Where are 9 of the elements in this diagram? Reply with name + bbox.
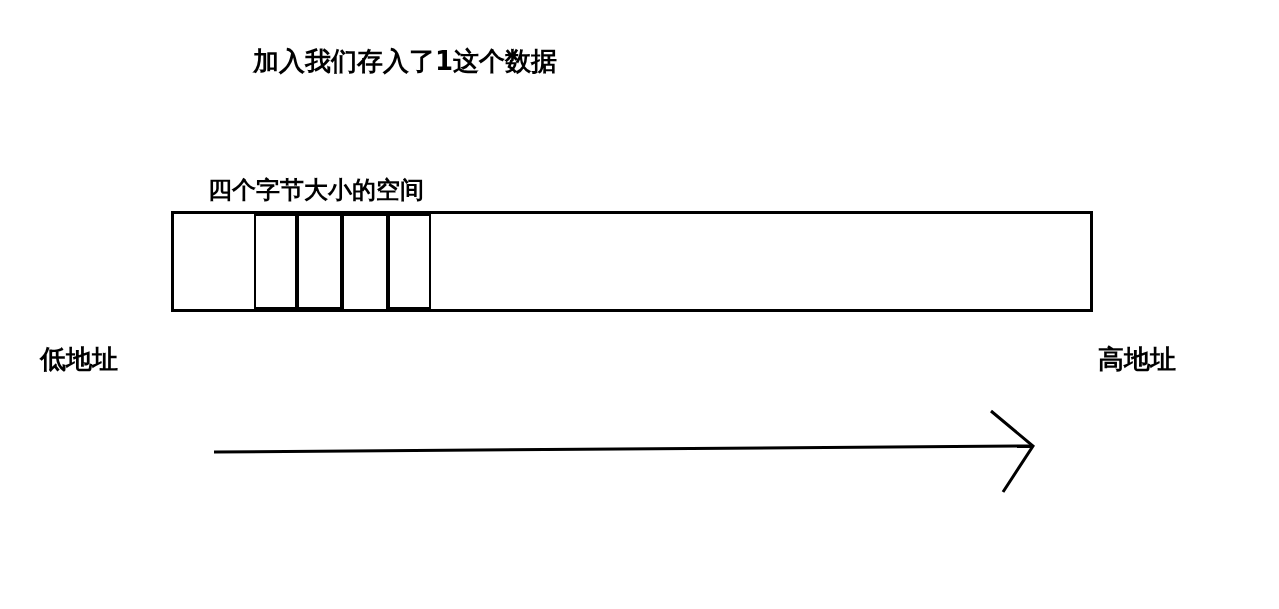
memory-bar bbox=[171, 211, 1093, 312]
address-label: 低地址 bbox=[40, 345, 118, 374]
address-label: 高地址 bbox=[1098, 345, 1176, 374]
title: 加入我们存入了1这个数据 bbox=[253, 47, 558, 76]
byte-cell bbox=[388, 214, 431, 309]
byte-cell bbox=[342, 214, 388, 311]
cell-label: 四个字节大小的空间 bbox=[208, 177, 424, 204]
byte-cell bbox=[254, 214, 297, 309]
byte-cell bbox=[297, 214, 342, 309]
